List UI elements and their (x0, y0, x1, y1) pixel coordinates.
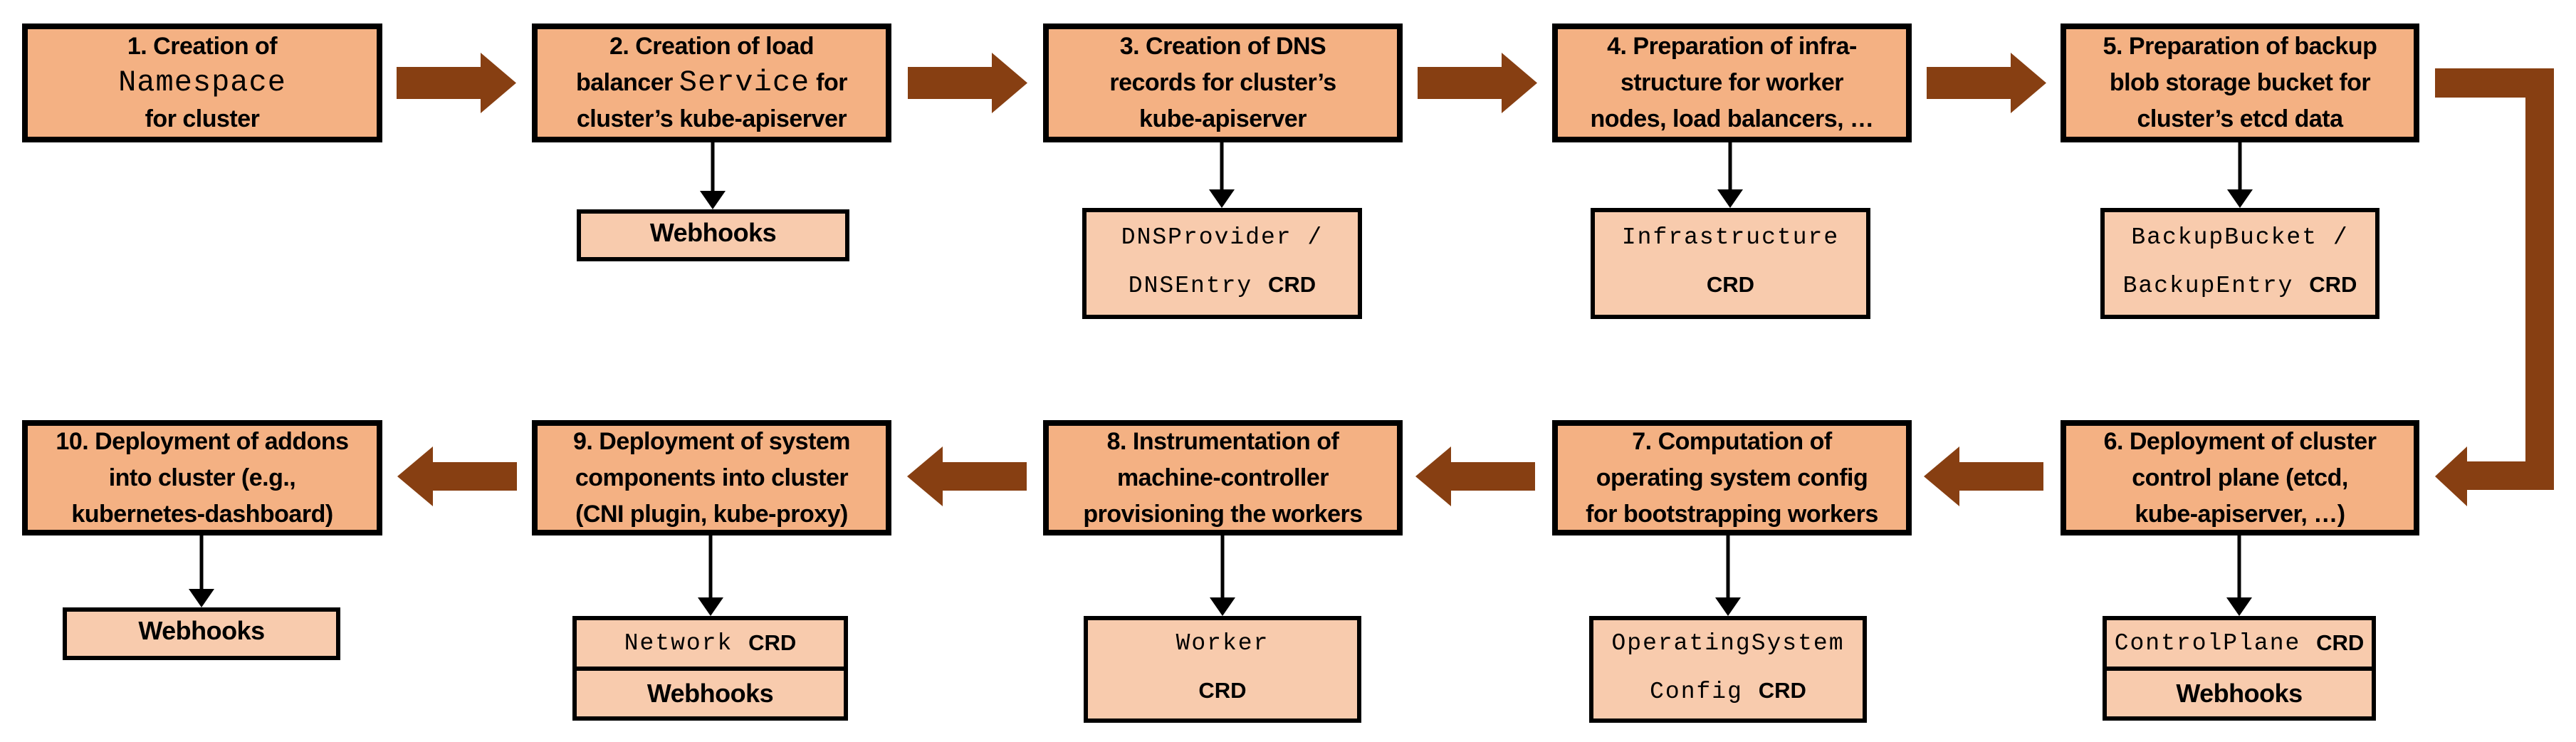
crd-arrowhead-step10 (189, 589, 214, 607)
step-8-line-2: machine-controller (1116, 464, 1329, 491)
crd-arrowhead-step5 (2227, 189, 2253, 208)
step-10-box: 10. Deployment of addons into cluster (e… (22, 420, 382, 535)
webhooks-box-step10: Webhooks (63, 607, 340, 660)
step-2-line-3: cluster’s kube-apiserver (576, 105, 847, 132)
step-5-line-1: 5. Preparation of backup (2103, 33, 2377, 60)
flow-arrow-step6-step7 (1924, 446, 2043, 506)
infrastructure-label: Infrastructure (1621, 224, 1840, 251)
step-3-line-2: records for cluster’s (1109, 69, 1336, 96)
infrastructure-crd-label: CRD (1706, 272, 1755, 297)
step-2-box: 2. Creation of load balancer Service for… (532, 23, 891, 142)
crd-arrowhead-step8 (1210, 597, 1235, 616)
backupbucket-backupentry-crd-box: BackupBucket / BackupEntry CRD (2100, 208, 2379, 319)
step-10-line-2: into cluster (e.g., (108, 464, 296, 491)
webhooks-row-step9: Webhooks (577, 666, 844, 717)
crd-arrowhead-step3 (1209, 189, 1235, 208)
dnsentry-crd-label: DNSEntry CRD (1128, 272, 1316, 299)
step-4-box: 4. Preparation of infra- structure for w… (1552, 23, 1912, 142)
dnsprovider-dnsentry-crd-box: DNSProvider / DNSEntry CRD (1082, 208, 1362, 319)
crd-arrowhead-step6 (2226, 597, 2252, 616)
step-1-line-3: for cluster (145, 105, 260, 132)
step-3-line-3: kube-apiserver (1139, 105, 1307, 132)
crd-arrowhead-step4 (1717, 189, 1743, 208)
step-9-box: 9. Deployment of system components into … (532, 420, 891, 535)
backupbucket-label: BackupBucket / (2131, 224, 2349, 251)
network-crd-webhooks-stack: Network CRD Webhooks (572, 616, 848, 721)
step-1-line-1: 1. Creation of (127, 33, 278, 60)
step-9-line-1: 9. Deployment of system (572, 427, 851, 455)
step-3-line-1: 3. Creation of DNS (1119, 33, 1326, 60)
step-2-line-1: 2. Creation of load (609, 33, 815, 60)
backupentry-crd-label: BackupEntry CRD (2122, 272, 2357, 299)
crd-arrowhead-step7 (1715, 597, 1741, 616)
step-7-line-3: for bootstrapping workers (1586, 500, 1878, 528)
flow-arrow-step9-step10 (397, 446, 517, 506)
step-1-box: 1. Creation of Namespace for cluster (22, 23, 382, 142)
step-8-line-1: 8. Instrumentation of (1106, 427, 1339, 455)
worker-label: Worker (1176, 630, 1269, 657)
infrastructure-crd-box: Infrastructure CRD (1591, 208, 1870, 319)
controlplane-crd-row: ControlPlane CRD (2114, 629, 2365, 657)
step-10-line-1: 10. Deployment of addons (56, 427, 349, 455)
webhooks-row-step6: Webhooks (2107, 666, 2372, 717)
crd-arrowhead-step2 (700, 191, 726, 209)
webhooks-box-step2: Webhooks (577, 209, 849, 261)
flow-arrow-step7-step8 (1415, 446, 1535, 506)
operatingsystem-label: OperatingSystem (1611, 630, 1845, 657)
step-8-box: 8. Instrumentation of machine-controller… (1043, 420, 1403, 535)
flow-connector-step5-step6 (2435, 68, 2554, 506)
step-9-line-2: components into cluster (575, 464, 849, 491)
worker-crd-label: CRD (1198, 678, 1247, 703)
step-6-line-2: control plane (etcd, (2132, 464, 2348, 491)
step-5-box: 5. Preparation of backup blob storage bu… (2061, 23, 2419, 142)
step-6-line-3: kube-apiserver, …) (2135, 500, 2345, 528)
step-2-line-2: balancer Service for (575, 66, 848, 100)
operatingsystemconfig-crd-box: OperatingSystem Config CRD (1589, 616, 1867, 723)
step-5-line-2: blob storage bucket for (2109, 69, 2371, 96)
step-1-line-2: Namespace (118, 66, 286, 100)
webhooks-label: Webhooks (649, 217, 777, 247)
step-10-line-3: kubernetes-dashboard) (71, 500, 333, 528)
worker-crd-box: Worker CRD (1084, 616, 1361, 723)
flow-arrow-step2-step3 (908, 53, 1027, 113)
network-crd-row: Network CRD (624, 629, 797, 657)
webhooks-label-step10: Webhooks (138, 616, 265, 645)
crd-arrowhead-step9 (698, 597, 723, 616)
dnsprovider-label: DNSProvider / (1121, 224, 1324, 251)
flow-arrow-step8-step9 (907, 446, 1027, 506)
step-6-line-1: 6. Deployment of cluster (2103, 427, 2377, 455)
controlplane-crd-webhooks-stack: ControlPlane CRD Webhooks (2103, 616, 2376, 721)
flow-arrow-step3-step4 (1418, 53, 1537, 113)
step-4-line-3: nodes, load balancers, … (1590, 105, 1874, 132)
step-4-line-2: structure for worker (1620, 69, 1844, 96)
step-5-line-3: cluster’s etcd data (2137, 105, 2343, 132)
step-4-line-1: 4. Preparation of infra- (1607, 33, 1857, 60)
step-7-line-1: 7. Computation of (1632, 427, 1832, 455)
step-9-line-3: (CNI plugin, kube-proxy) (575, 500, 848, 528)
step-3-box: 3. Creation of DNS records for cluster’s… (1043, 23, 1403, 142)
flow-arrow-step4-step5 (1927, 53, 2046, 113)
flow-arrow-step1-step2 (397, 53, 516, 113)
config-crd-label: Config CRD (1650, 678, 1806, 705)
step-6-box: 6. Deployment of cluster control plane (… (2061, 420, 2419, 535)
step-7-line-2: operating system config (1596, 464, 1868, 491)
step-8-line-3: provisioning the workers (1083, 500, 1363, 528)
step-7-box: 7. Computation of operating system confi… (1552, 420, 1912, 535)
